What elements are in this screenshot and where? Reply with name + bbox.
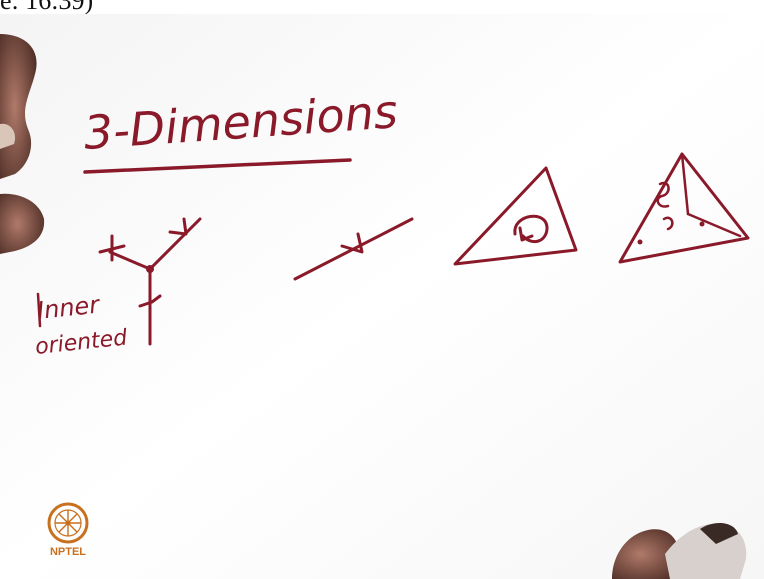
nptel-logo-text: NPTEL <box>50 546 86 558</box>
vertex-point <box>146 265 154 273</box>
whiteboard: 3-Dimensions Inner oriented <box>0 14 764 579</box>
tetrahedron-dot-1 <box>638 240 643 245</box>
tetrahedron-dot-2 <box>700 222 705 227</box>
